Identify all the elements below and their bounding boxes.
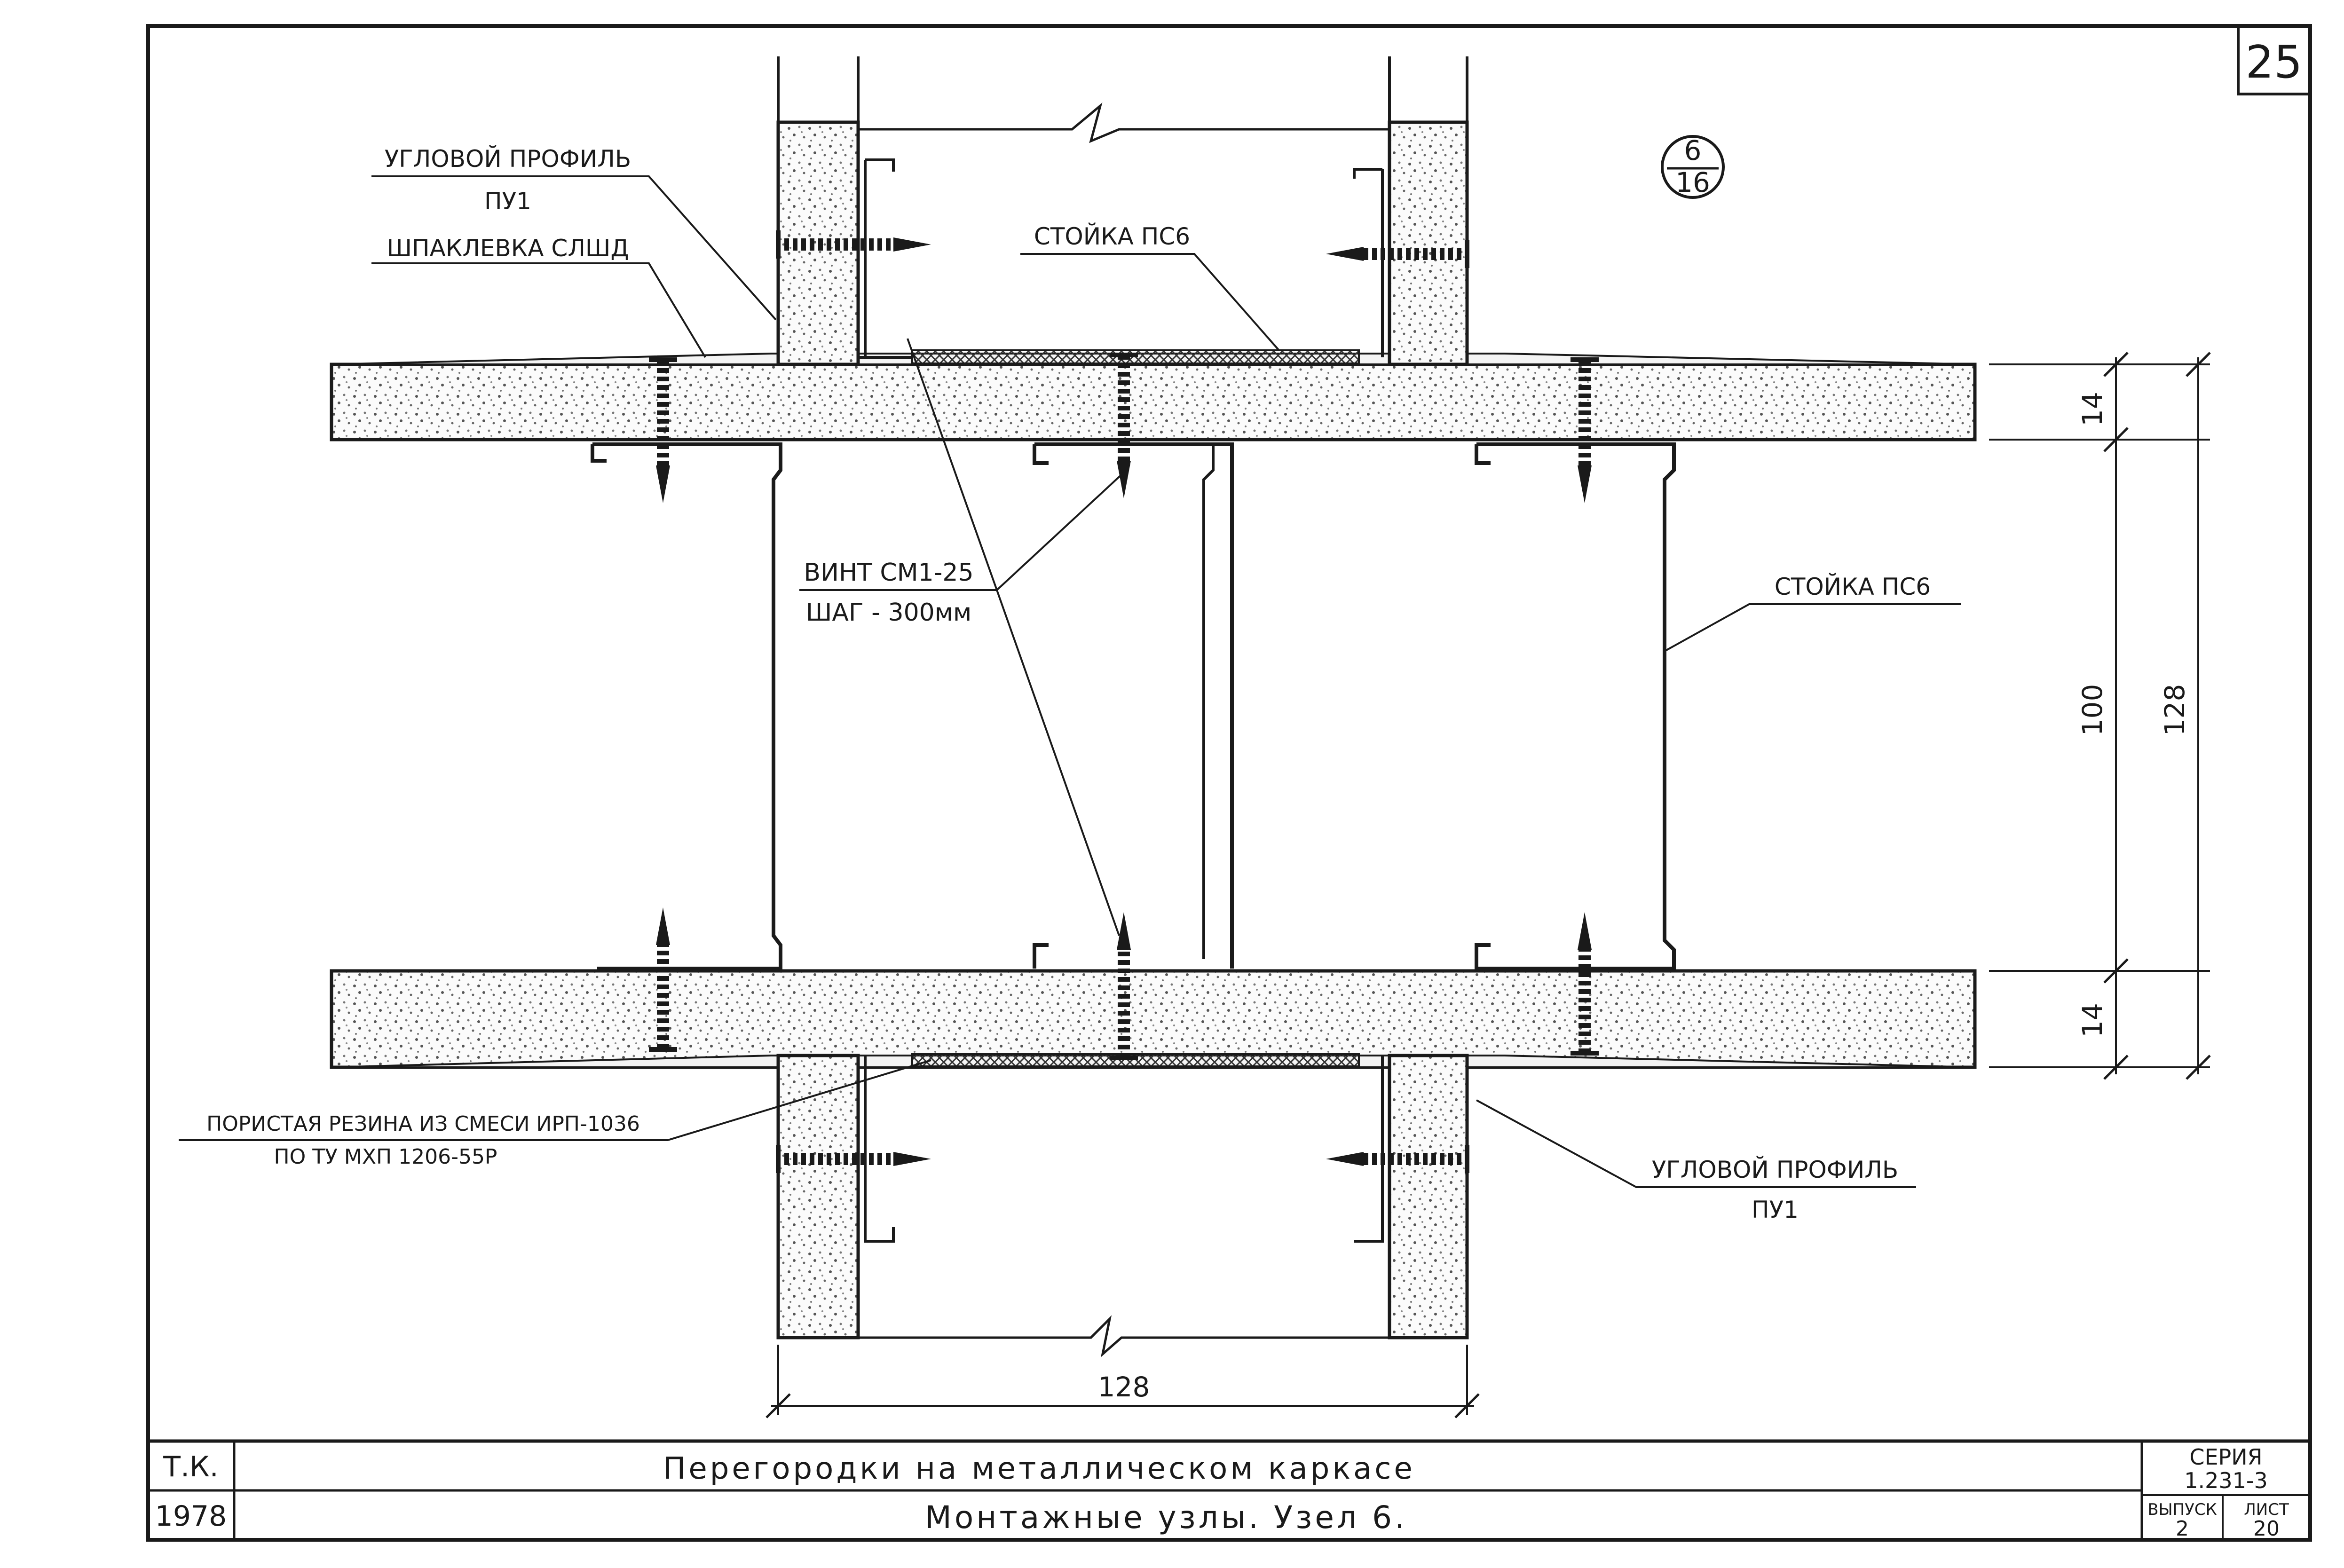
title-year: 1978 xyxy=(155,1500,227,1533)
upper-right-post xyxy=(1388,120,1469,366)
break-line-bottom xyxy=(858,1315,1389,1357)
stud-center xyxy=(1202,444,1233,959)
title-sheet-value: 20 xyxy=(2253,1517,2280,1541)
drawing-frame xyxy=(146,24,2312,1542)
title-issue-label: ВЫПУСК xyxy=(2147,1500,2217,1519)
upper-right-clip xyxy=(1353,168,1384,357)
upper-left-post-outline xyxy=(777,56,860,122)
screw-top-center xyxy=(1110,353,1138,498)
lower-left-post xyxy=(776,1054,860,1339)
break-line-top xyxy=(858,102,1389,143)
leader-corner-profile-bottom xyxy=(1476,1099,1916,1188)
node-ref-bottom: 16 xyxy=(1675,166,1710,198)
bottom-panel-sheet xyxy=(330,969,1977,1069)
dimension-lines xyxy=(766,352,2211,1418)
title-main: Перегородки на металлическом каркасе xyxy=(663,1451,1415,1486)
leader-screw-3 xyxy=(907,338,998,591)
callout-screw-line1: ВИНТ СМ1-25 xyxy=(804,559,973,587)
screw-top-left xyxy=(649,357,677,503)
leader-putty xyxy=(371,262,706,358)
title-series-label: СЕРИЯ xyxy=(2189,1444,2262,1470)
stud-right xyxy=(1475,442,1676,970)
screw-top-right xyxy=(1571,357,1599,503)
callout-screw-line2: ШАГ - 300мм xyxy=(806,599,971,627)
screw-upper-right xyxy=(1326,240,1469,268)
screws xyxy=(649,230,1599,1173)
screw-upper-left xyxy=(776,230,931,259)
sheet-number: 25 xyxy=(2246,37,2303,88)
leader-lines xyxy=(179,175,1961,1188)
node-ref-circle xyxy=(1661,135,1725,199)
node-ref-top: 6 xyxy=(1684,134,1702,166)
screw-lower-left xyxy=(776,1145,931,1173)
title-sub: Монтажные узлы. Узел 6. xyxy=(925,1499,1407,1536)
leader-stud-top xyxy=(1020,253,1280,351)
callout-corner-profile-bottom-line2: ПУ1 xyxy=(1752,1196,1799,1223)
lower-left-clip xyxy=(864,1056,895,1243)
screw-bottom-left xyxy=(649,907,677,1052)
callout-stud-right: СТОЙКА ПС6 xyxy=(1775,573,1931,600)
leader-stud-right xyxy=(1664,603,1961,652)
callout-stud-top: СТОЙКА ПС6 xyxy=(1034,222,1190,250)
callout-corner-profile-top-line2: ПУ1 xyxy=(484,188,531,215)
leader-corner-profile-top xyxy=(371,175,777,321)
top-panel-sheet xyxy=(330,362,1977,441)
upper-right-post-outline xyxy=(1388,56,1468,122)
callout-rubber-line2: ПО ТУ МХП 1206-55Р xyxy=(274,1145,497,1169)
dim-bottom-sheet: 14 xyxy=(2076,1003,2108,1038)
callout-corner-profile-bottom-line1: УГЛОВОЙ ПРОФИЛЬ xyxy=(1652,1156,1898,1183)
screw-bottom-center xyxy=(1110,912,1138,1060)
lower-right-post xyxy=(1388,1054,1469,1339)
screw-bottom-right xyxy=(1571,912,1599,1056)
dim-overall: 128 xyxy=(2159,684,2191,736)
leader-rubber xyxy=(179,1059,931,1141)
callout-rubber-line1: ПОРИСТАЯ РЕЗИНА ИЗ СМЕСИ ИРП-1036 xyxy=(206,1112,640,1136)
dim-top-sheet: 14 xyxy=(2076,392,2108,426)
stud-left xyxy=(591,442,782,970)
dim-bottom-width: 128 xyxy=(1098,1371,1150,1403)
leader-screw-2 xyxy=(996,590,1120,936)
callout-corner-profile-top-line1: УГЛОВОЙ ПРОФИЛЬ xyxy=(385,145,631,173)
top-gasket xyxy=(911,349,1360,364)
lower-right-clip xyxy=(1354,1056,1384,1243)
callout-putty: ШПАКЛЕВКА СЛШД xyxy=(387,235,629,262)
title-series-value: 1.231-3 xyxy=(2184,1468,2268,1493)
title-org: Т.К. xyxy=(163,1450,218,1483)
labels: 25 6 16 УГЛОВОЙ ПРОФИЛЬ ПУ1 ШПАКЛЕВКА СЛ… xyxy=(155,37,2303,1541)
upper-left-clip xyxy=(858,158,912,359)
title-issue-value: 2 xyxy=(2176,1517,2189,1541)
dim-stud: 100 xyxy=(2076,684,2108,736)
sheet-number-box xyxy=(2237,24,2312,95)
screw-lower-right xyxy=(1326,1145,1469,1173)
title-sheet-label: ЛИСТ xyxy=(2244,1500,2289,1519)
